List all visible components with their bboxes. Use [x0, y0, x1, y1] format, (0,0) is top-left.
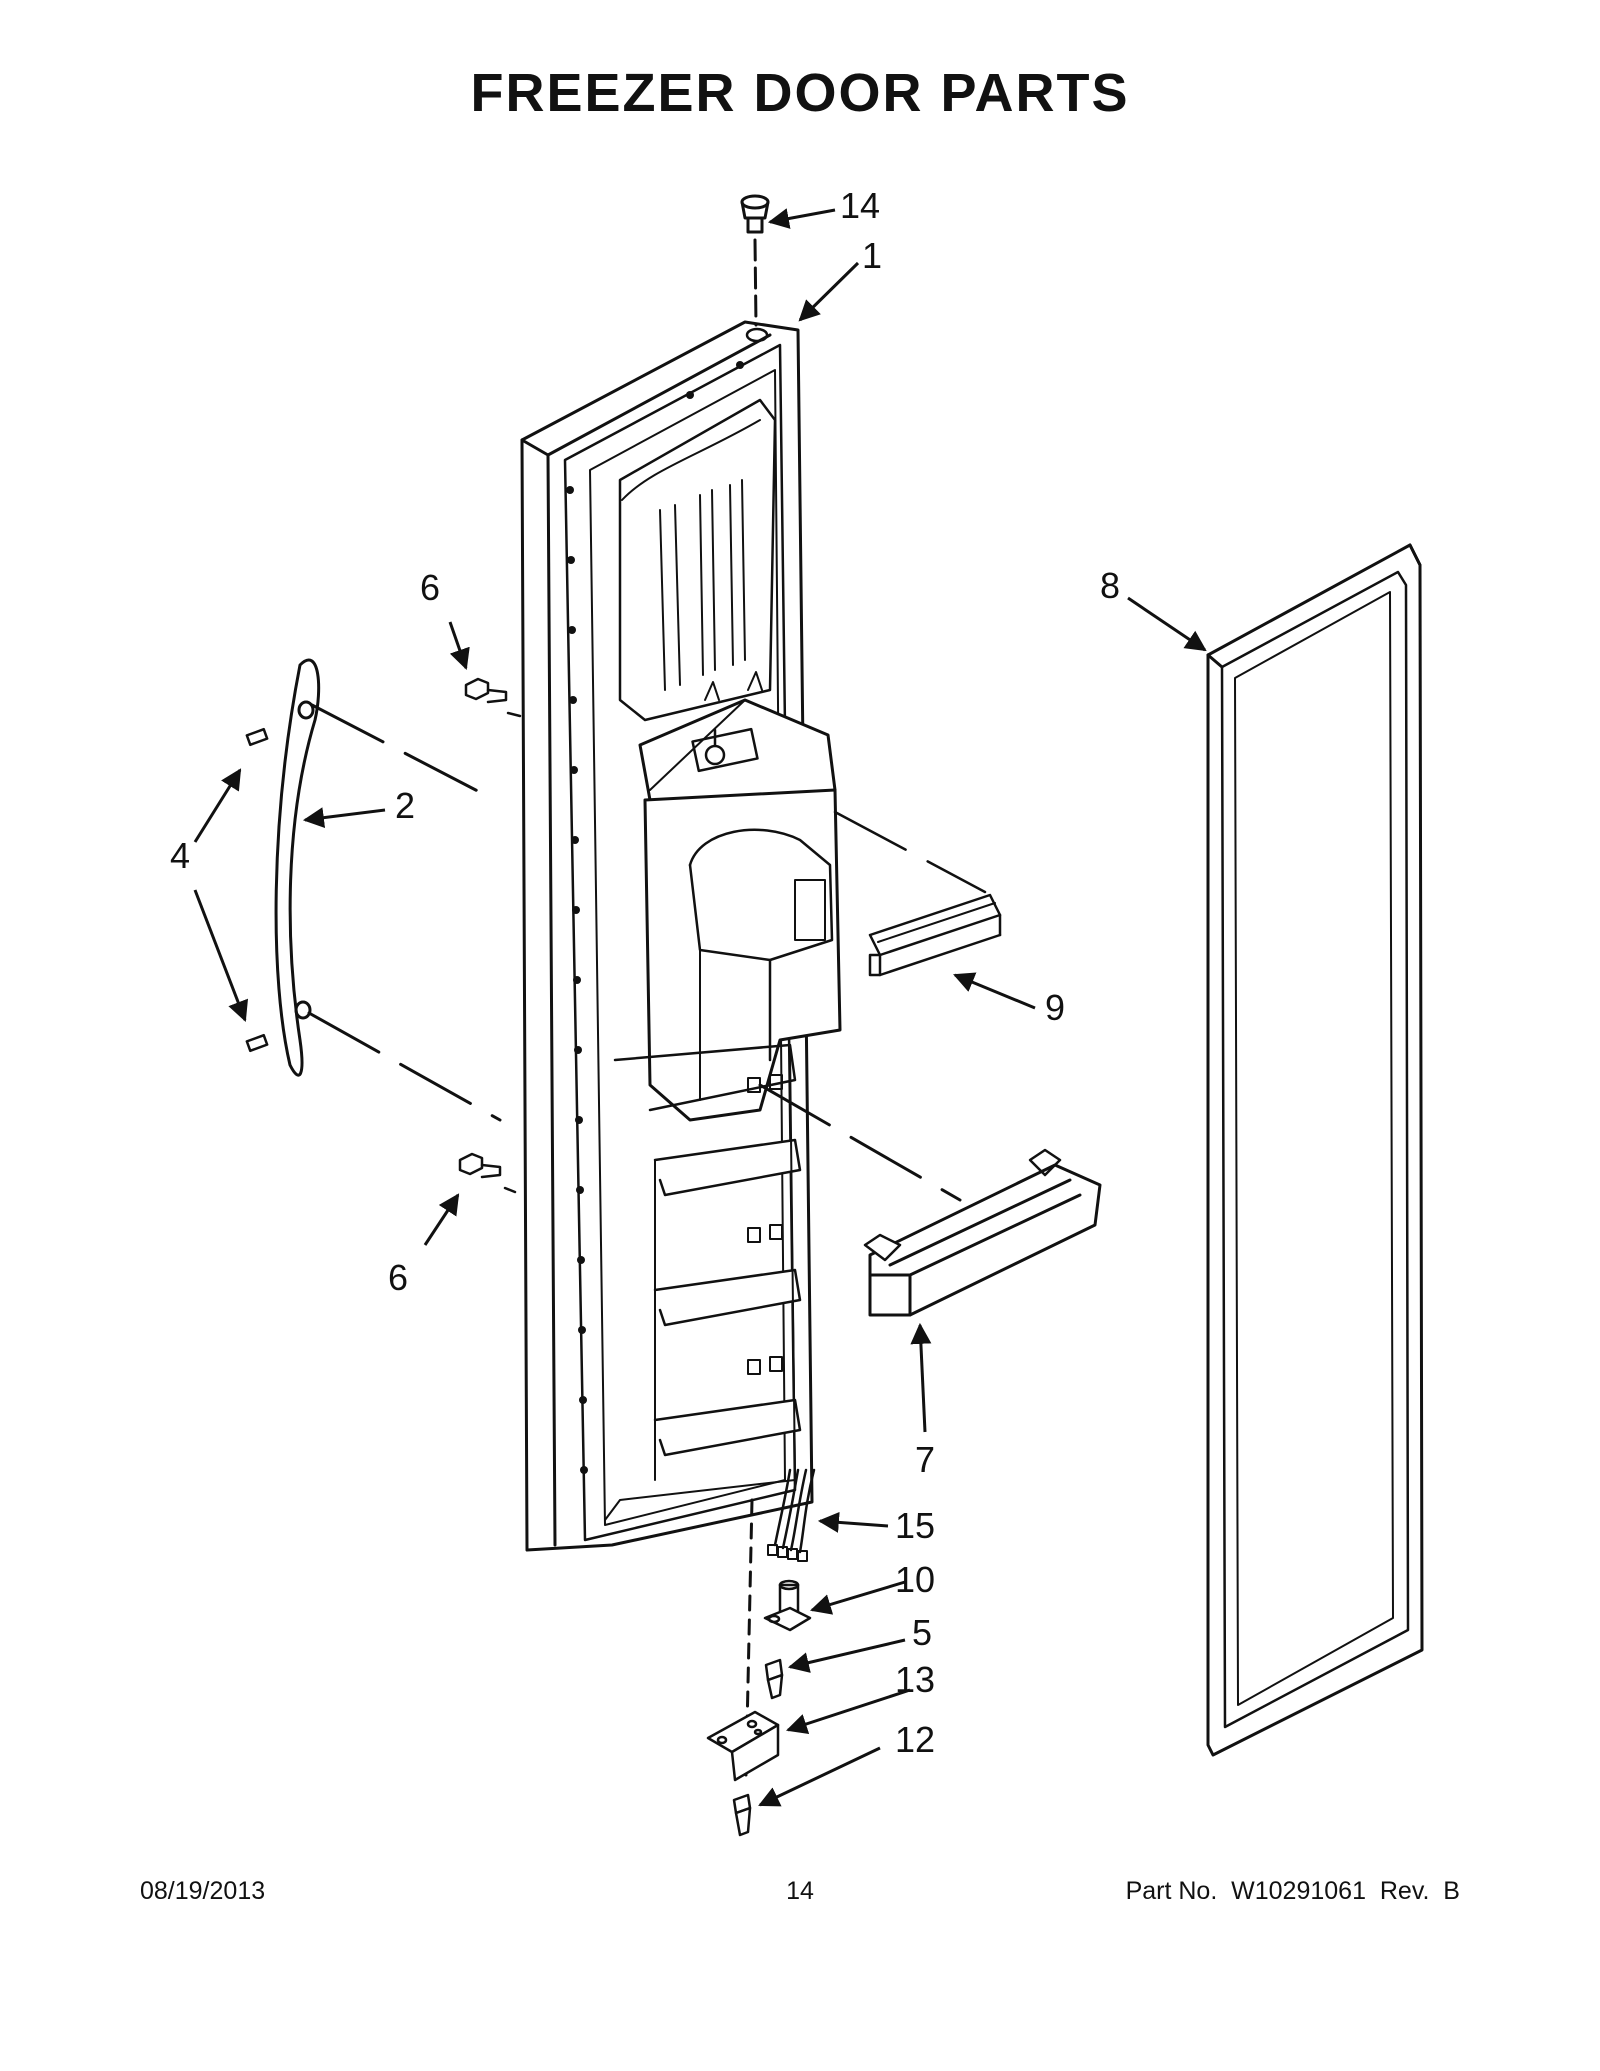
- callout-7: 7: [915, 1439, 935, 1480]
- hinge-pin-part-10: [763, 1579, 812, 1632]
- door-gasket-part-8: [1206, 543, 1424, 1757]
- handle-set-screws-part-4: [245, 727, 269, 1053]
- callout-6-upper: 6: [420, 567, 440, 608]
- handle-mounting-screws-part-6: [458, 677, 522, 1194]
- dispenser-rail-part-9: [833, 810, 1002, 977]
- hinge-bracket-part-13: [706, 1710, 780, 1782]
- freezer-door-part-1: [520, 320, 842, 1552]
- wire-harness-part-15: [767, 1468, 816, 1562]
- callout-13: 13: [895, 1659, 935, 1700]
- callout-4: 4: [170, 835, 190, 876]
- footer-page-number: 14: [786, 1877, 814, 1905]
- callout-2: 2: [395, 785, 415, 826]
- callout-10: 10: [895, 1559, 935, 1600]
- callout-8: 8: [1100, 565, 1120, 606]
- door-bin-part-7: [758, 1083, 1102, 1317]
- callout-1: 1: [862, 235, 882, 276]
- callout-9: 9: [1045, 987, 1065, 1028]
- top-hinge-bushing-part-14: [740, 194, 770, 327]
- door-handle-part-2: [274, 658, 502, 1122]
- callout-12: 12: [895, 1719, 935, 1760]
- callout-15: 15: [895, 1505, 935, 1546]
- page-title: FREEZER DOOR PARTS: [470, 63, 1130, 123]
- footer-date: 08/19/2013: [140, 1877, 266, 1905]
- callout-6-lower: 6: [388, 1257, 408, 1298]
- callout-5: 5: [912, 1612, 932, 1653]
- leader-arrows: [193, 208, 1207, 1807]
- door-screw-dots: [566, 361, 744, 1474]
- screw-part-5: [764, 1658, 784, 1700]
- screw-part-12: [732, 1793, 752, 1837]
- footer-part-number: Part No. W10291061 Rev. B: [1125, 1877, 1460, 1905]
- callout-14: 14: [840, 185, 880, 226]
